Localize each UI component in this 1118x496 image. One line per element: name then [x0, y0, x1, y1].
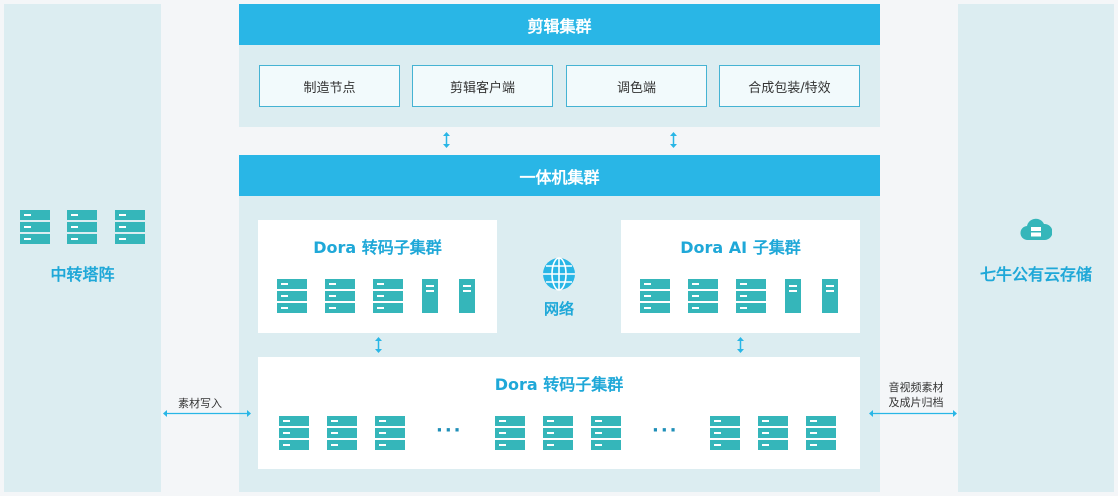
- all-in-one-cluster-header: 一体机集群: [239, 155, 880, 196]
- server-rack-icon: [640, 279, 670, 313]
- network-label: 网络: [543, 300, 574, 318]
- bidirectional-arrow: [375, 337, 382, 353]
- editing-item-label: 剪辑客户端: [449, 80, 515, 96]
- transfer-tower-label: 中转塔阵: [50, 265, 115, 284]
- server-rack-icon: [373, 279, 403, 313]
- server-rack-icon: [67, 210, 97, 244]
- bidirectional-arrow: [163, 410, 251, 417]
- bidirectional-arrow: [443, 132, 450, 148]
- dora-transcode-main-card: Dora 转码子集群 ··· ···: [258, 357, 860, 469]
- dora-transcode-subcluster-card: Dora 转码子集群: [258, 220, 497, 333]
- dora-ai-subcluster-card: Dora AI 子集群: [621, 220, 860, 333]
- server-rack-icon: [20, 210, 50, 244]
- globe-icon: [543, 257, 575, 291]
- server-tower-icon: [459, 279, 475, 313]
- archive-label-line2: 及成片归档: [888, 396, 944, 409]
- server-rack-icon: [543, 416, 573, 450]
- editing-item-compositing: 合成包装/特效: [719, 65, 860, 107]
- server-rack-icon: [115, 210, 145, 244]
- server-rack-icon: [758, 416, 788, 450]
- ellipsis: ···: [652, 420, 679, 441]
- server-tower-icon: [822, 279, 838, 313]
- server-rack-icon: [327, 416, 357, 450]
- server-rack-icon: [710, 416, 740, 450]
- cloud-storage-label: 七牛公有云存储: [979, 265, 1092, 284]
- cloud-storage-icon: [1020, 218, 1052, 241]
- editing-item-node: 制造节点: [259, 65, 400, 107]
- server-tower-icon: [785, 279, 801, 313]
- bidirectional-arrow: [670, 132, 677, 148]
- editing-item-label: 调色端: [616, 80, 656, 96]
- bidirectional-arrow: [737, 337, 744, 353]
- server-rack-icon: [375, 416, 405, 450]
- cloud-storage-panel: 七牛公有云存储: [958, 4, 1114, 492]
- server-tower-icon: [422, 279, 438, 313]
- editing-item-color: 调色端: [566, 65, 707, 107]
- archive-label: 音视频素材 及成片归档: [873, 380, 959, 410]
- ellipsis: ···: [436, 420, 463, 441]
- editing-item-label: 合成包装/特效: [748, 80, 831, 96]
- server-rack-icon: [688, 279, 718, 313]
- editing-cluster-title: 剪辑集群: [527, 16, 592, 36]
- editing-item-label: 制造节点: [303, 80, 356, 96]
- server-rack-icon: [277, 279, 307, 313]
- editing-cluster-header: 剪辑集群: [239, 4, 880, 45]
- editing-item-client: 剪辑客户端: [412, 65, 553, 107]
- dora-transcode-subcluster-title: Dora 转码子集群: [313, 238, 442, 257]
- archive-label-line1: 音视频素材: [888, 381, 944, 394]
- server-rack-icon: [736, 279, 766, 313]
- material-write-label: 素材写入: [178, 397, 222, 410]
- bidirectional-arrow: [869, 410, 957, 417]
- server-rack-icon: [591, 416, 621, 450]
- server-rack-icon: [279, 416, 309, 450]
- server-rack-icon: [806, 416, 836, 450]
- dora-transcode-main-title: Dora 转码子集群: [494, 375, 624, 394]
- server-rack-icon: [325, 279, 355, 313]
- dora-ai-subcluster-title: Dora AI 子集群: [680, 238, 801, 257]
- all-in-one-cluster-title: 一体机集群: [519, 167, 600, 187]
- transfer-tower-panel: 中转塔阵: [4, 4, 161, 492]
- server-rack-icon: [495, 416, 525, 450]
